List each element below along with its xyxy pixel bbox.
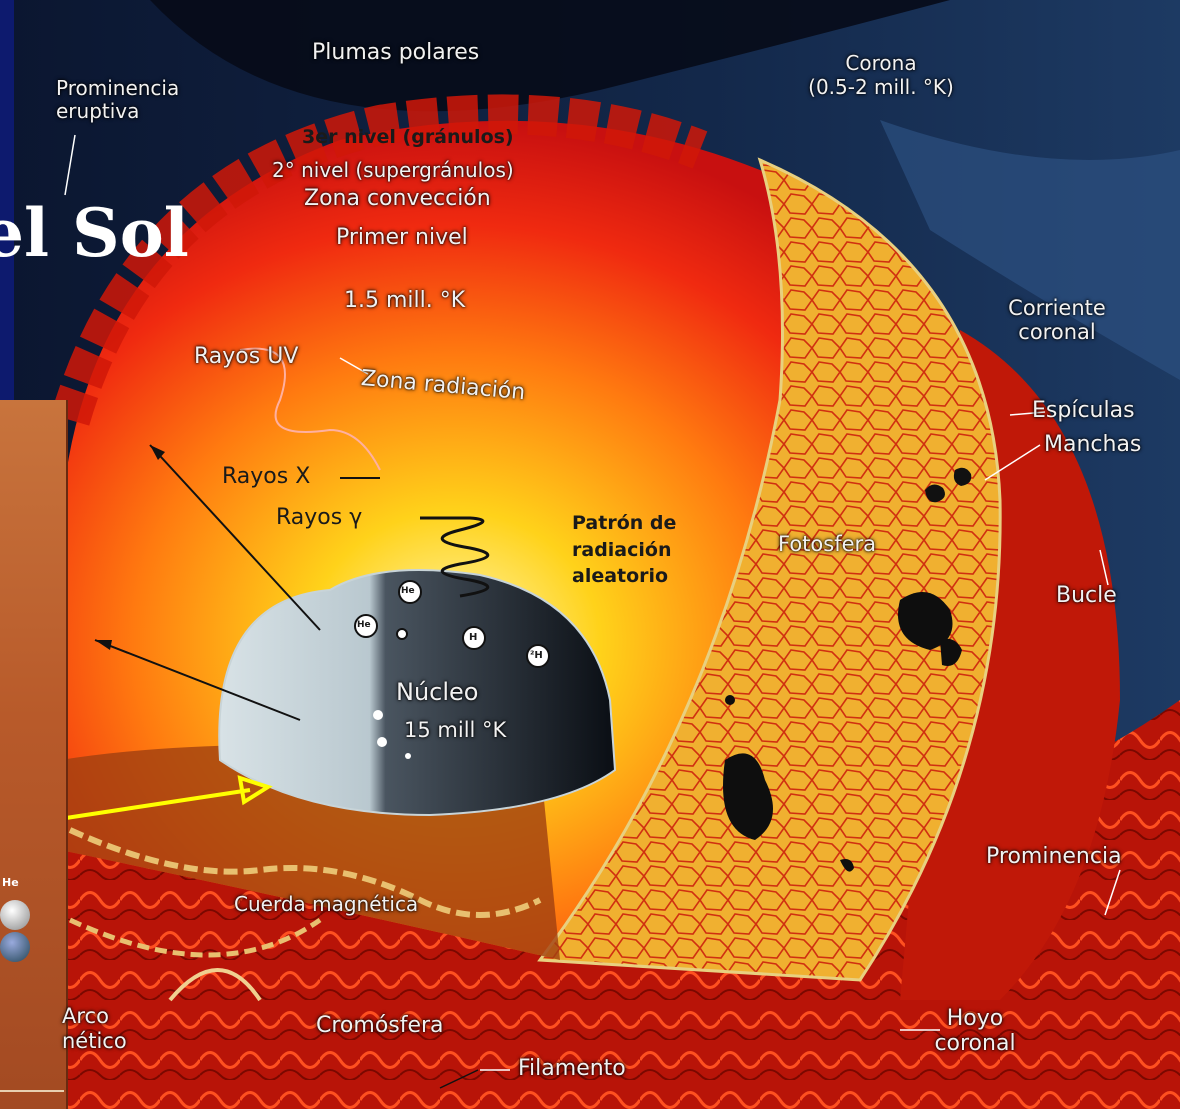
side-he-label: He (2, 876, 19, 889)
helium-atom-bottom (0, 932, 30, 962)
particle-label-he-1: He (401, 587, 415, 596)
label-prominencia: Prominencia (986, 846, 1122, 868)
label-plumas-polares: Plumas polares (312, 42, 479, 64)
slide-title: el Sol (0, 200, 189, 266)
label-primer-nivel: Primer nivel (336, 227, 468, 249)
label-supergranulos: 2° nivel (supergránulos) (272, 160, 514, 180)
label-cuerda-magnetica: Cuerda magnética (234, 894, 418, 914)
label-zona-conveccion: Zona convección (304, 188, 491, 210)
label-patron-radiacion: Patrón de radiación aleatorio (572, 510, 676, 590)
label-bucle: Bucle (1056, 585, 1117, 607)
label-arco-magnetico: Arco nético (62, 1004, 127, 1054)
label-rayos-uv: Rayos UV (194, 346, 298, 368)
label-prominencia-eruptiva: Prominencia eruptiva (56, 78, 179, 121)
label-granulos: 3er nivel (gránulos) (302, 128, 514, 147)
label-temp-nucleo: 15 mill °K (404, 720, 506, 741)
particle-e (397, 629, 407, 639)
neutrino-dot-3 (405, 753, 411, 759)
left-side-panel: He (0, 400, 68, 1109)
label-hoyo-coronal: Hoyo coronal (918, 1008, 1032, 1055)
label-rayos-gamma: Rayos γ (276, 507, 362, 529)
label-corriente-coronal: Corriente coronal (984, 298, 1130, 343)
helium-atom-top (0, 900, 30, 930)
neutrino-dot-2 (377, 737, 387, 747)
neutrino-dot-1 (373, 710, 383, 720)
label-filamento: Filamento (518, 1058, 626, 1080)
label-corona: Corona (0.5-2 mill. °K) (776, 53, 986, 97)
particle-label-he-2: He (357, 621, 371, 630)
label-manchas: Manchas (1044, 434, 1141, 456)
label-cromosfera: Cromósfera (316, 1015, 444, 1037)
particle-label-h: H (469, 633, 477, 643)
label-nucleo: Núcleo (396, 680, 478, 704)
label-temp-conveccion: 1.5 mill. °K (344, 290, 465, 312)
label-espiculas: Espículas (1032, 400, 1135, 422)
side-divider (0, 1090, 64, 1092)
particle-label-h2: ²H (530, 651, 543, 661)
label-fotosfera: Fotosfera (778, 534, 876, 555)
label-rayos-x: Rayos X (222, 466, 310, 488)
